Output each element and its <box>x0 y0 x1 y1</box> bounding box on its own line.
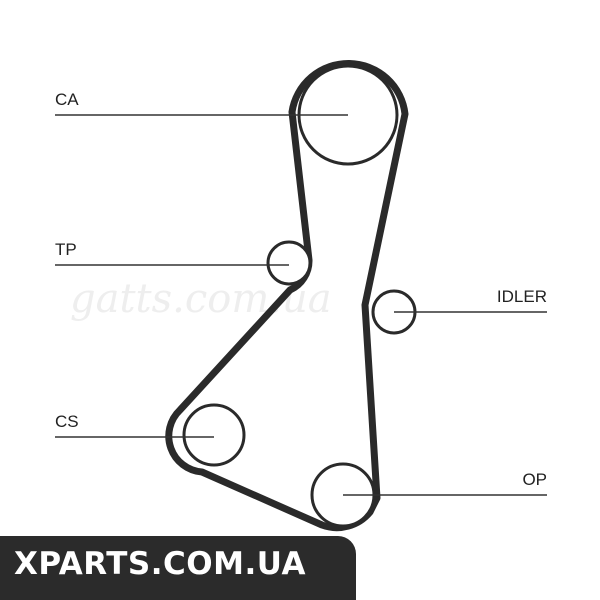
watermark-banner-text: XPARTS.COM.UA <box>14 546 306 582</box>
idler-label: IDLER <box>497 287 547 306</box>
tp-label: TP <box>55 240 77 259</box>
crankshaft-pulley <box>182 403 246 467</box>
watermark-banner: XPARTS.COM.UA <box>0 536 356 600</box>
ca-label: CA <box>55 90 79 109</box>
cs-label: CS <box>55 412 79 431</box>
tensioner-pulley <box>266 240 312 286</box>
op-label: OP <box>522 470 547 489</box>
